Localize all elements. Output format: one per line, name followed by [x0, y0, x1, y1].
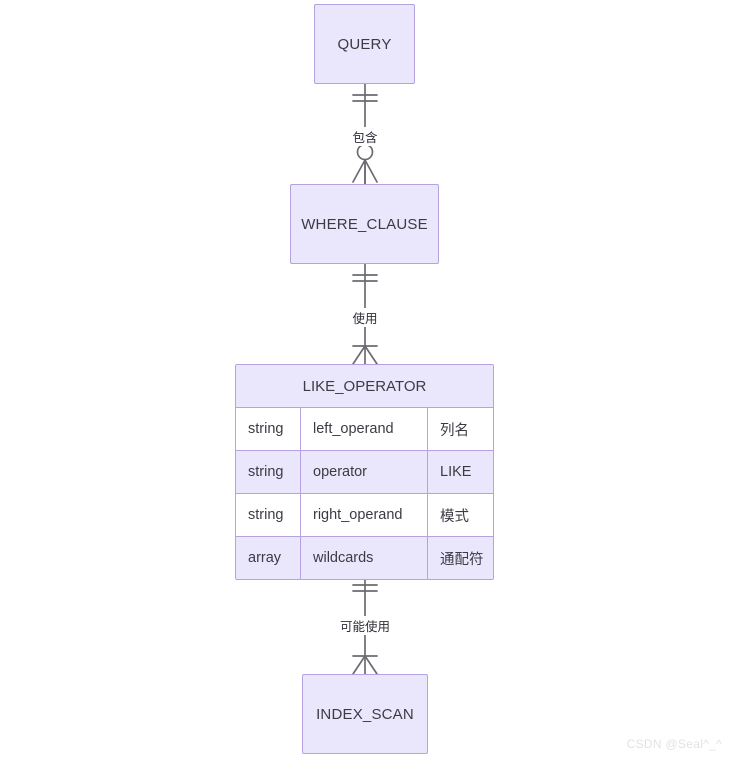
entity-where-clause-title: WHERE_CLAUSE: [301, 215, 428, 233]
entity-like-operator-title: LIKE_OPERATOR: [302, 377, 427, 395]
attribute-name: right_operand: [301, 494, 428, 536]
entity-index-scan-title: INDEX_SCAN: [316, 705, 414, 723]
entity-index-scan[interactable]: INDEX_SCAN: [302, 674, 428, 754]
attribute-name: wildcards: [301, 537, 428, 579]
entity-like-operator[interactable]: LIKE_OPERATOR string left_operand 列名 str…: [235, 364, 494, 580]
attribute-comment: 模式: [440, 508, 469, 525]
attribute-row: string operator LIKE: [236, 451, 493, 494]
entity-query[interactable]: QUERY: [314, 4, 415, 84]
watermark: CSDN @Seal^_^: [626, 737, 722, 751]
relationship-label-contains: 包含: [349, 127, 381, 146]
entity-like-operator-header: LIKE_OPERATOR: [236, 365, 493, 408]
attribute-name: left_operand: [301, 408, 428, 450]
attribute-type: string: [236, 408, 301, 450]
entity-where-clause[interactable]: WHERE_CLAUSE: [290, 184, 439, 264]
attribute-comment: 通配符: [440, 551, 484, 568]
relationship-label-may-use: 可能使用: [336, 616, 394, 635]
attribute-comment: LIKE: [440, 464, 472, 480]
attribute-type: array: [236, 537, 301, 579]
attribute-type: string: [236, 451, 301, 493]
attribute-row: array wildcards 通配符: [236, 537, 493, 579]
attribute-type: string: [236, 494, 301, 536]
attribute-row: string right_operand 模式: [236, 494, 493, 537]
attribute-row: string left_operand 列名: [236, 408, 493, 451]
attribute-comment: 列名: [440, 422, 469, 439]
relationship-label-uses: 使用: [349, 308, 381, 327]
entity-query-title: QUERY: [337, 35, 392, 53]
attribute-name: operator: [301, 451, 428, 493]
